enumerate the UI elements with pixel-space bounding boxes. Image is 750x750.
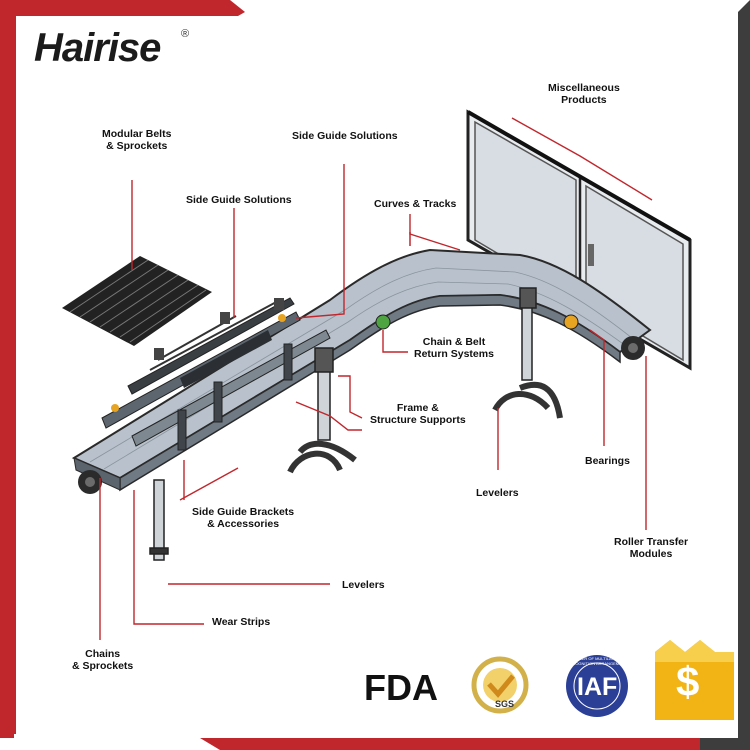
fda-logo: FDA	[364, 667, 438, 708]
dollar-sign: $	[676, 660, 699, 704]
label-frame-supports: Frame & Structure Supports	[370, 402, 466, 426]
label-roller-transfer: Roller Transfer Modules	[614, 536, 688, 560]
label-curves-tracks: Curves & Tracks	[374, 198, 456, 210]
label-modular-belts: Modular Belts & Sprockets	[102, 128, 171, 152]
label-levelers-bottom: Levelers	[342, 579, 385, 591]
brand-logo: Hairise	[34, 26, 160, 71]
registered-mark: ®	[181, 28, 189, 40]
iaf-ring-text: MEMBER OF MULTILATERAL RECOGNITION ARRAN…	[566, 656, 628, 666]
label-chains-sprockets: Chains & Sprockets	[72, 648, 133, 672]
label-side-guide-solutions-top: Side Guide Solutions	[292, 130, 398, 142]
label-bearings: Bearings	[585, 455, 630, 467]
sgs-logo-text: SGS	[495, 698, 514, 710]
label-side-guide-solutions-mid: Side Guide Solutions	[186, 194, 292, 206]
label-wear-strips: Wear Strips	[212, 616, 270, 628]
label-miscellaneous-products: Miscellaneous Products	[548, 82, 620, 106]
iaf-logo-text: IAF	[577, 673, 617, 701]
label-chain-belt-return: Chain & Belt Return Systems	[414, 336, 494, 360]
label-side-guide-brackets: Side Guide Brackets & Accessories	[192, 506, 294, 530]
fda-logo-text: FDA	[364, 667, 438, 708]
label-levelers-right: Levelers	[476, 487, 519, 499]
